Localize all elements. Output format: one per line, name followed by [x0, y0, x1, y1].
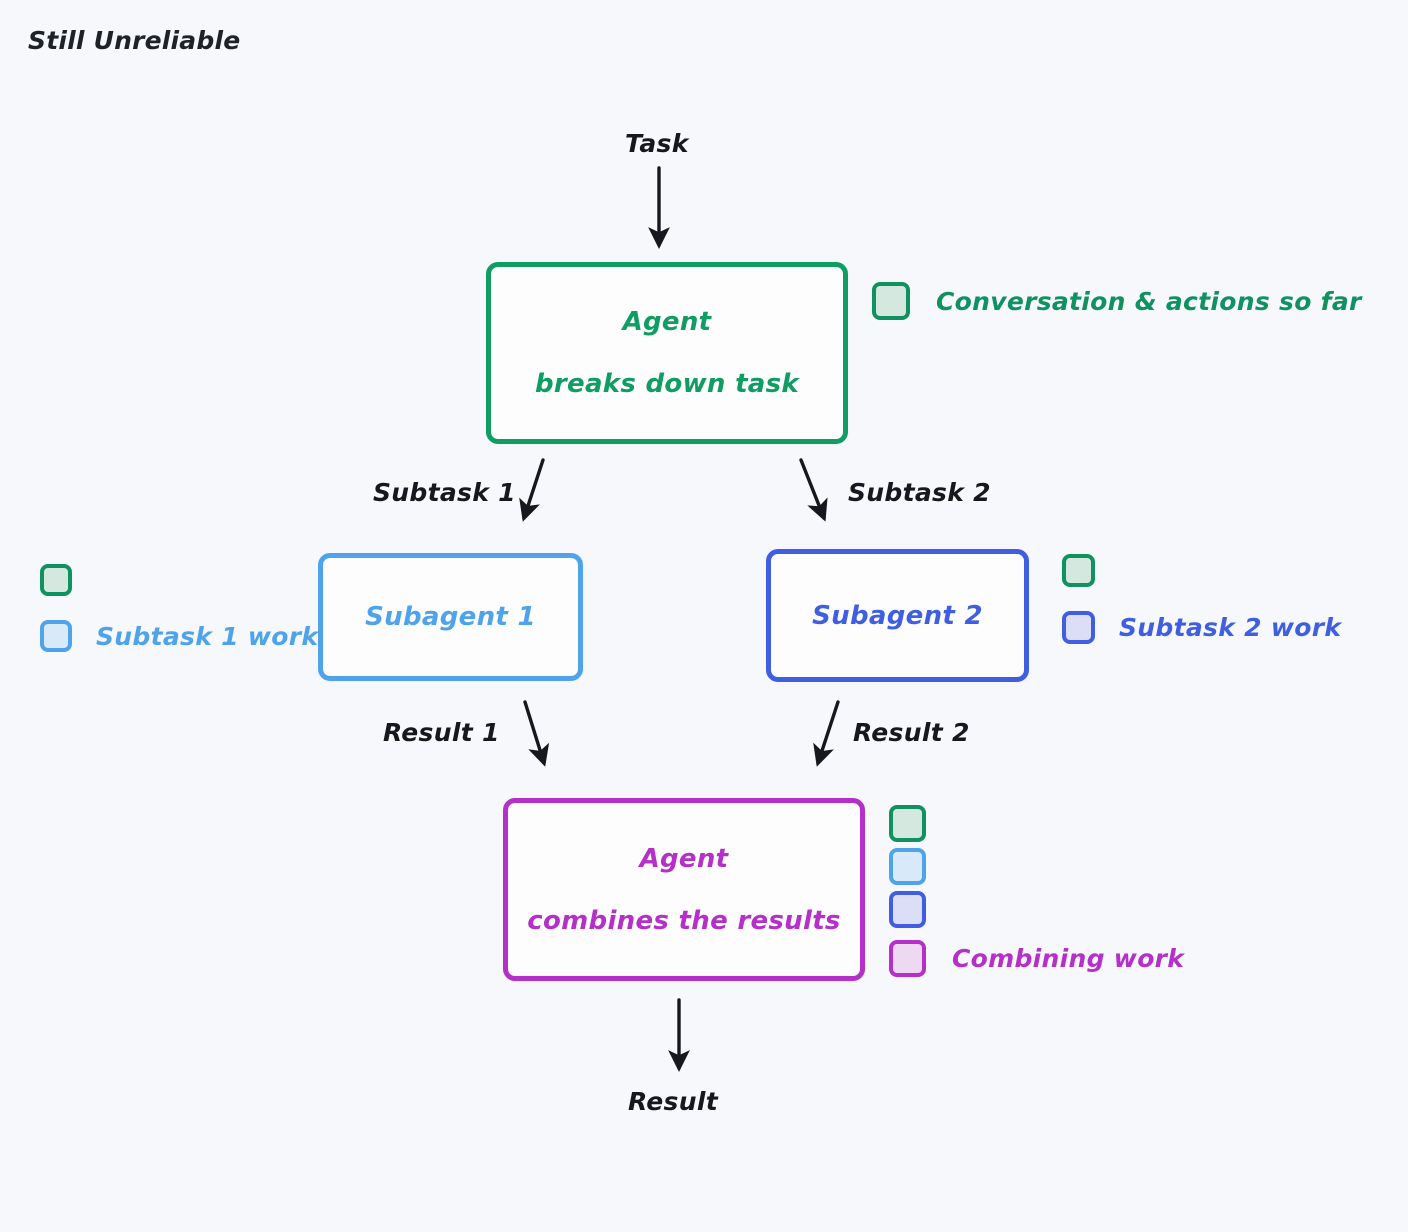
node-orchestrator-subtitle: breaks down task [534, 369, 800, 399]
legend-swatch-green-icon [872, 282, 910, 320]
legend-swatch-green-icon [1062, 554, 1095, 587]
arrow-agent-to-subagent-1 [519, 458, 545, 522]
node-orchestrator-title: Agent [622, 307, 712, 337]
label-result-1: Result 1 [383, 718, 500, 747]
legend-swatch-blue-icon [40, 620, 72, 652]
legend-combiner-context: Combining work [889, 805, 1184, 977]
legend-subagent-2-context: Subtask 2 work [1062, 554, 1341, 644]
label-subtask-2: Subtask 2 [848, 478, 991, 507]
legend-swatch-indigo-icon [1062, 611, 1095, 644]
legend-swatch-purple-icon [889, 940, 926, 977]
arrow-agent-to-subagent-2 [799, 458, 828, 522]
page-title: Still Unreliable [28, 26, 241, 55]
legend-subagent-1-label: Subtask 1 work [96, 621, 319, 651]
legend-combiner-label: Combining work [952, 944, 1185, 973]
node-subagent-1[interactable]: Subagent 1 [318, 553, 583, 681]
label-task: Task [625, 129, 689, 158]
node-combiner-agent[interactable]: Agent combines the results [503, 798, 865, 981]
legend-subagent-2-label: Subtask 2 work [1119, 613, 1342, 642]
node-combiner-subtitle: combines the results [527, 905, 841, 936]
legend-orchestrator-label: Conversation & actions so far [936, 286, 1362, 316]
label-result: Result [628, 1087, 718, 1116]
legend-orchestrator-context: Conversation & actions so far [872, 282, 1362, 320]
legend-subagent-1-context: Subtask 1 work [40, 564, 318, 652]
node-orchestrator-agent[interactable]: Agent breaks down task [486, 262, 848, 444]
legend-swatch-blue-icon [889, 848, 926, 885]
arrow-subagent-2-to-combiner [813, 700, 840, 767]
node-subagent-1-title: Subagent 1 [365, 602, 536, 632]
label-result-2: Result 2 [853, 718, 970, 747]
node-subagent-2-title: Subagent 2 [812, 600, 983, 631]
arrow-subagent-1-to-combiner [523, 700, 550, 767]
node-combiner-title: Agent [639, 843, 729, 874]
legend-swatch-green-icon [40, 564, 72, 596]
legend-swatch-green-icon [889, 805, 926, 842]
label-subtask-1: Subtask 1 [373, 478, 516, 507]
node-subagent-2[interactable]: Subagent 2 [766, 549, 1029, 682]
legend-swatch-indigo-icon [889, 891, 926, 928]
